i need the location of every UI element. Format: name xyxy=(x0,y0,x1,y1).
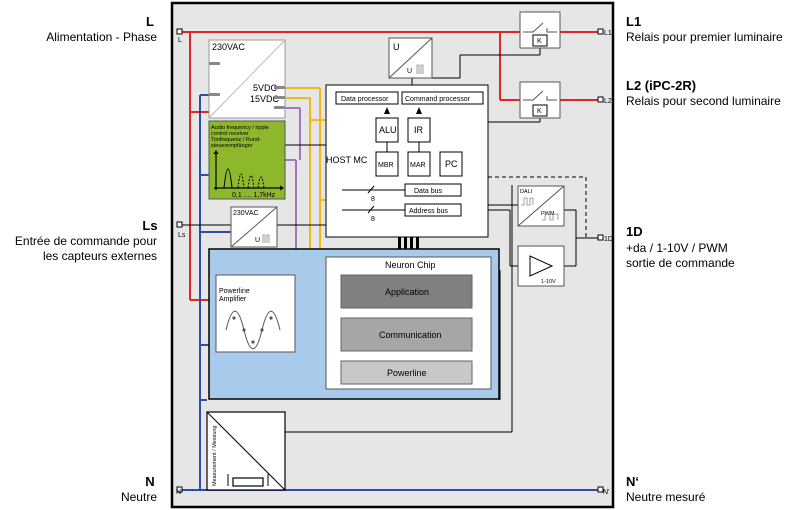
terminal-n: N xyxy=(176,489,181,496)
relay-1-coil: K xyxy=(537,38,542,45)
ls-converter-title: 230VAC xyxy=(233,210,259,217)
label-ls-desc-2: les capteurs externes xyxy=(43,249,157,263)
analog-label: 1-10V xyxy=(541,279,556,285)
ripple-line-2: control receiver xyxy=(211,131,249,137)
layer-communication: Communication xyxy=(379,330,442,340)
label-l1-desc: Relais pour premier luminaire xyxy=(626,30,783,44)
psu-5v: 5VDC xyxy=(253,83,278,93)
host-mc: HOST MC Data processor Command processor… xyxy=(325,84,489,249)
neuron-chip-title: Neuron Chip xyxy=(385,260,436,270)
u-converter-out: U xyxy=(407,68,412,75)
label-l1-title: L1 xyxy=(626,14,641,29)
layer-powerline: Powerline xyxy=(387,368,427,378)
psu-title: 230VAC xyxy=(212,42,245,52)
relay-2-coil: K xyxy=(537,108,542,115)
dali-pwm-output: DALI PWM xyxy=(517,185,565,227)
dali-label: DALI xyxy=(520,189,533,195)
address-bus-label: Address bus xyxy=(409,208,448,215)
label-ls-title: Ls xyxy=(142,218,157,233)
label-1d-desc-1: +da / 1-10V / PWM xyxy=(626,241,728,255)
address-bus-width: 8 xyxy=(371,216,375,223)
psu-15v: 15VDC xyxy=(250,94,280,104)
u-converter-title: U xyxy=(393,42,400,52)
label-1d-title: 1D xyxy=(626,224,643,239)
terminal-l1: L1 xyxy=(604,30,612,37)
ls-converter: 230VAC U xyxy=(230,206,278,248)
ls-converter-out: U xyxy=(255,237,260,244)
host-label: HOST MC xyxy=(326,155,368,165)
power-supply: 230VAC 5VDC 15VDC xyxy=(208,39,286,119)
u-converter: U U xyxy=(388,37,433,79)
label-l-desc: Alimentation - Phase xyxy=(46,30,157,44)
label-ls-desc-1: Entrée de commande pour xyxy=(15,234,157,248)
terminal-markers xyxy=(176,28,604,493)
neuron-area: Neuron Chip Application Communication Po… xyxy=(208,248,500,400)
pc-label: PC xyxy=(445,159,458,169)
ripple-line-3: Tonfrequenz / Rund- xyxy=(211,137,261,143)
label-n-desc: Neutre xyxy=(121,490,157,504)
label-1d-desc-2: sortie de commande xyxy=(626,256,735,270)
signal-wiring xyxy=(285,107,301,250)
data-bus-width: 8 xyxy=(371,196,375,203)
ripple-axis-label: 0,1 .... 1,7kHz xyxy=(232,192,276,199)
terminal-ls: Ls xyxy=(178,232,186,239)
relay-1: K xyxy=(519,11,561,49)
ripple-line-4: steuerempfänger xyxy=(211,143,253,149)
data-processor-label: Data processor xyxy=(341,96,389,103)
label-n-title: N xyxy=(145,474,154,489)
alu-label: ALU xyxy=(379,125,397,135)
terminal-1d: 1D xyxy=(604,236,613,243)
relay-2: K xyxy=(519,81,561,119)
label-l2-title: L2 (iPC-2R) xyxy=(626,78,696,93)
powerline-amp-line-1: Powerline xyxy=(219,288,250,295)
mar-label: MAR xyxy=(410,162,426,169)
layer-application: Application xyxy=(385,287,429,297)
measurement-block: Measurement / Messung xyxy=(206,411,286,491)
command-processor-label: Command processor xyxy=(405,96,471,103)
label-l-title: L xyxy=(146,14,154,29)
ir-label: IR xyxy=(414,125,424,135)
ripple-receiver: Audio frequency / ripple control receive… xyxy=(208,120,286,200)
label-nprime-title: N‘ xyxy=(626,474,639,489)
data-bus-label: Data bus xyxy=(414,188,443,195)
measurement-label: Measurement / Messung xyxy=(212,425,218,486)
mbr-label: MBR xyxy=(378,162,394,169)
label-nprime-desc: Neutre mesuré xyxy=(626,490,706,504)
terminal-l: L xyxy=(178,37,182,44)
powerline-amplifier: Powerline Amplifier xyxy=(215,274,296,353)
ripple-line-1: Audio frequency / ripple xyxy=(211,125,269,131)
analog-output: 1-10V xyxy=(517,245,565,287)
label-l2-desc: Relais pour second luminaire xyxy=(626,94,781,108)
powerline-amp-line-2: Amplifier xyxy=(219,296,247,303)
terminal-nprime: N' xyxy=(603,489,609,496)
terminal-l2: L2 xyxy=(604,98,612,105)
phase-wiring xyxy=(180,31,600,301)
